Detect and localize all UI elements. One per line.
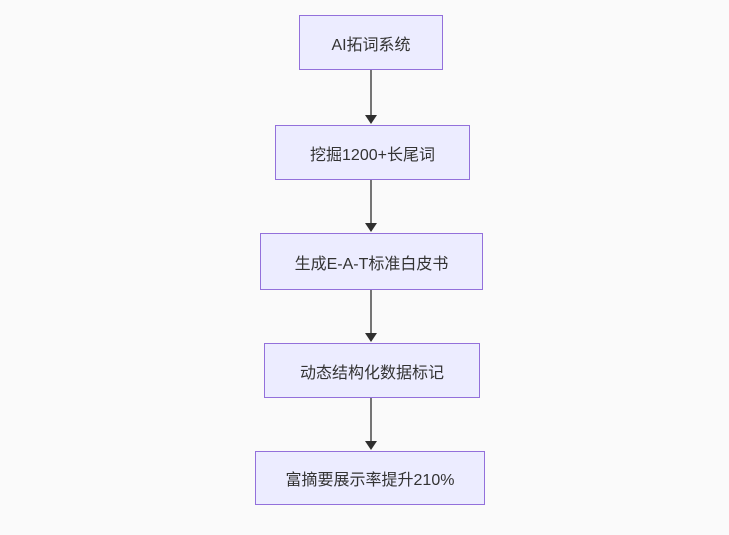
edge-connector-line <box>370 290 372 333</box>
arrowhead-down-icon <box>365 441 377 450</box>
edge-connector-line <box>370 180 372 223</box>
flow-node-rich-snippet-rate-increase: 富摘要展示率提升210% <box>255 451 485 505</box>
flow-node-dynamic-structured-data-markup: 动态结构化数据标记 <box>264 343 480 398</box>
flow-node-label: 富摘要展示率提升210% <box>285 472 455 489</box>
flow-node-label: AI拓词系统 <box>331 36 411 54</box>
flow-node-ai-word-expansion-system: AI拓词系统 <box>299 15 443 70</box>
flow-node-mine-longtail-keywords: 挖掘1200+长尾词 <box>275 125 470 180</box>
flow-node-generate-eat-whitepaper: 生成E-A-T标准白皮书 <box>260 233 483 290</box>
arrowhead-down-icon <box>365 115 377 124</box>
arrowhead-down-icon <box>365 223 377 232</box>
arrowhead-down-icon <box>365 333 377 342</box>
flow-node-label: 动态结构化数据标记 <box>299 364 444 382</box>
flow-node-label: 生成E-A-T标准白皮书 <box>294 255 449 273</box>
edge-connector-line <box>370 398 372 441</box>
edge-connector-line <box>370 70 372 115</box>
flow-node-label: 挖掘1200+长尾词 <box>310 146 435 164</box>
